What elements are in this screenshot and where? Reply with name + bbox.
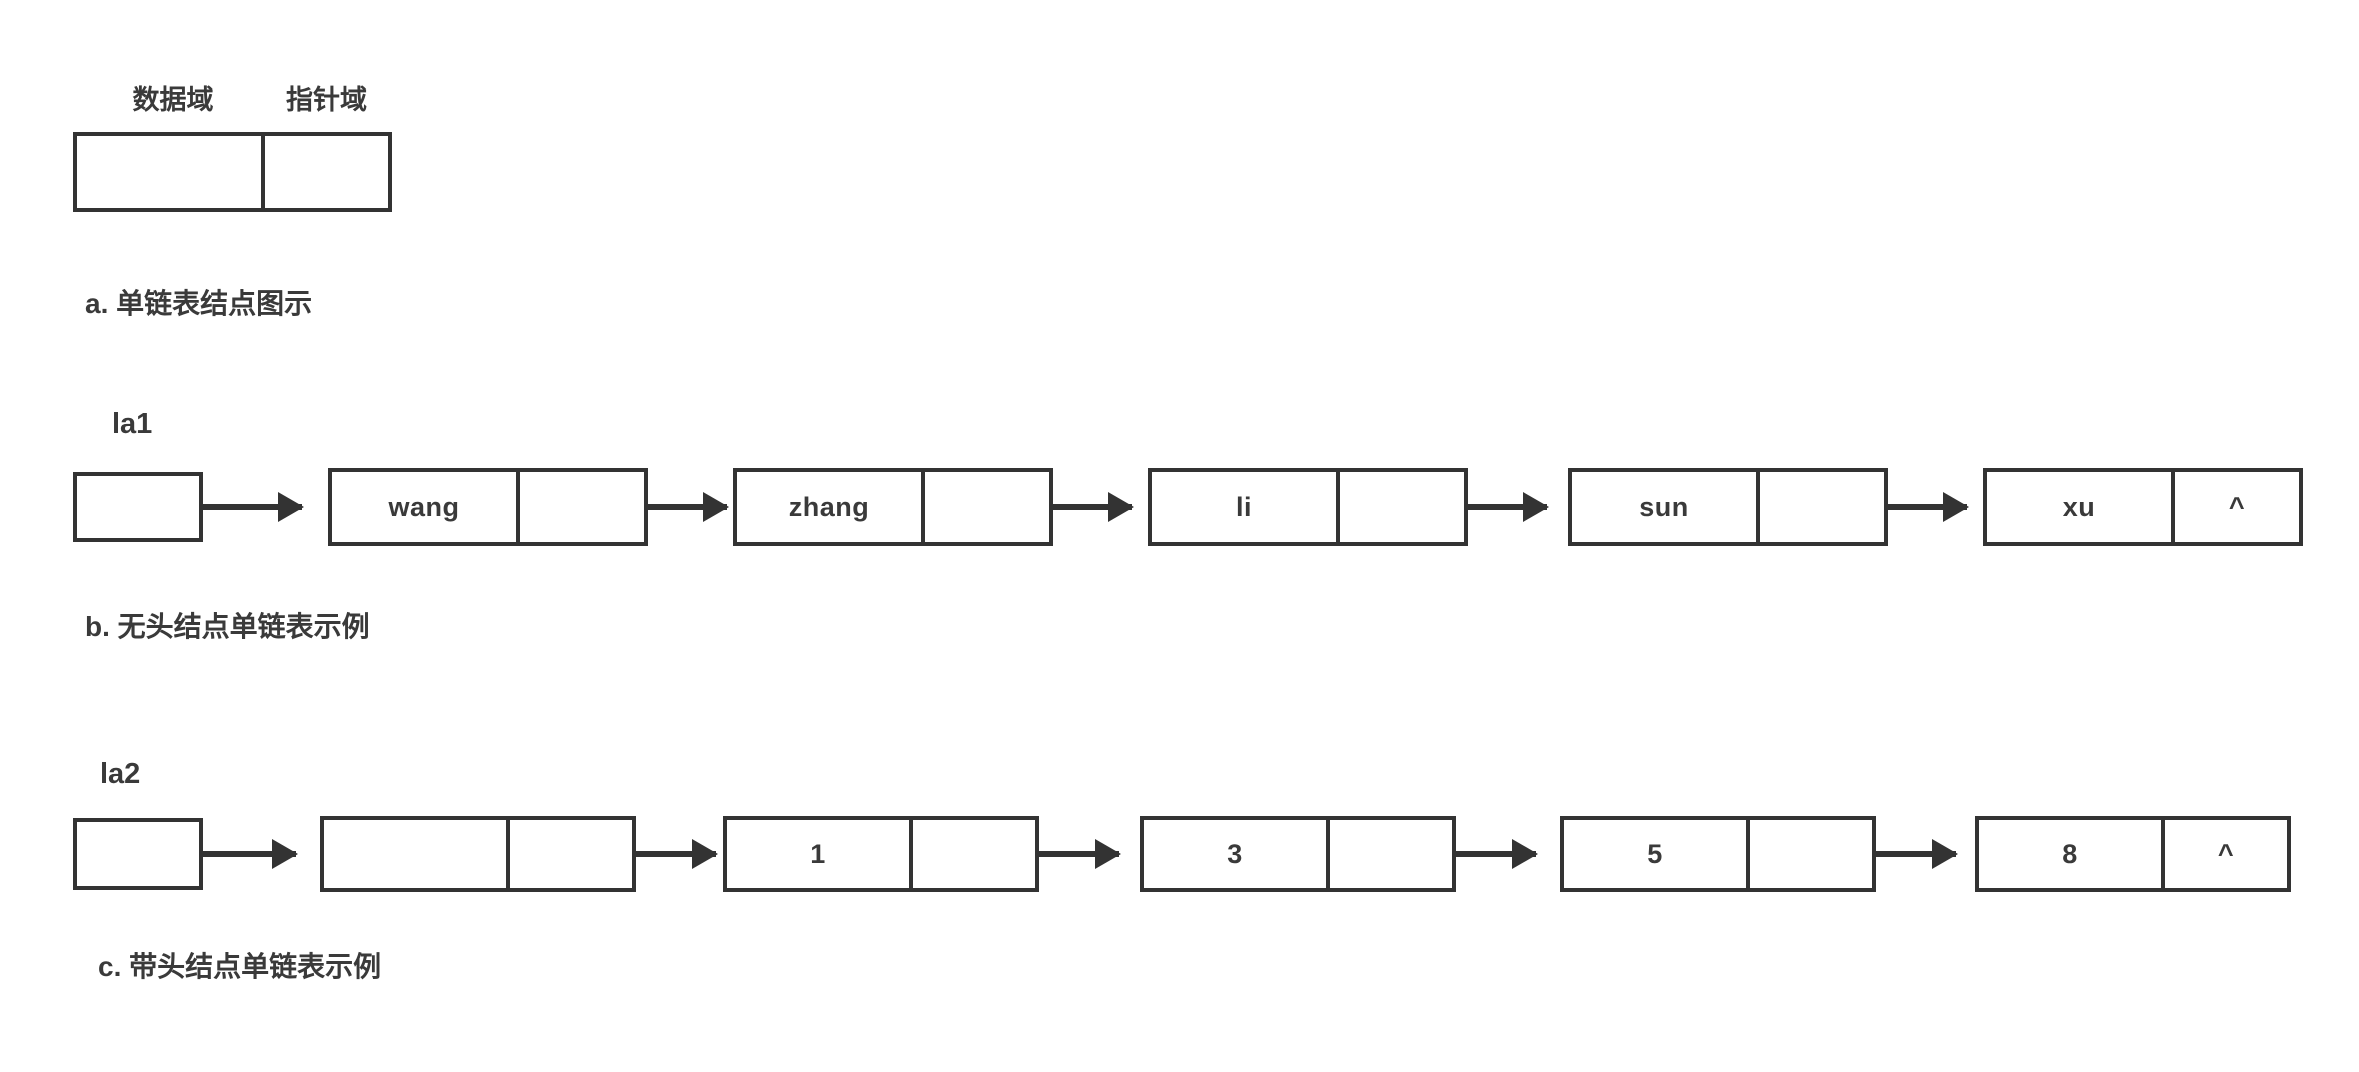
arrow-b-1-to-2 <box>1053 504 1132 510</box>
variable-label-la1: la1 <box>112 408 153 440</box>
list-node-b-4: xu ^ <box>1983 468 2303 546</box>
list-node-c-1-pointer <box>913 820 1035 888</box>
list-node-c-2-data: 3 <box>1144 820 1330 888</box>
list-node-c-3-data: 5 <box>1564 820 1750 888</box>
arrow-b-3-to-4 <box>1888 504 1967 510</box>
schematic-node <box>73 132 392 212</box>
arrow-c-0-to-1 <box>636 851 716 857</box>
list-node-c-4: 8 ^ <box>1975 816 2291 892</box>
list-node-c-0-data <box>324 820 510 888</box>
list-node-b-3: sun <box>1568 468 1888 546</box>
arrow-c-3-to-4 <box>1876 851 1956 857</box>
list-node-c-4-data: 8 <box>1979 820 2165 888</box>
arrow-c-1-to-2 <box>1039 851 1119 857</box>
list-node-b-0: wang <box>328 468 648 546</box>
list-node-b-1-pointer <box>925 472 1049 542</box>
list-node-b-0-data: wang <box>332 472 520 542</box>
list-node-c-2: 3 <box>1140 816 1456 892</box>
caption-c: c. 带头结点单链表示例 <box>98 951 382 982</box>
list-node-b-2-data: li <box>1152 472 1340 542</box>
head-pointer-box-la2 <box>73 818 203 890</box>
arrow-b-0-to-1 <box>648 504 727 510</box>
list-node-c-0-pointer <box>510 820 632 888</box>
list-node-b-3-pointer <box>1760 472 1884 542</box>
list-node-c-3-pointer <box>1750 820 1872 888</box>
caption-b: b. 无头结点单链表示例 <box>85 611 370 642</box>
schematic-node-data-cell <box>77 136 265 208</box>
list-node-b-1: zhang <box>733 468 1053 546</box>
head-pointer-box-la1 <box>73 472 203 542</box>
list-node-b-0-pointer <box>520 472 644 542</box>
caption-a: a. 单链表结点图示 <box>85 288 313 319</box>
arrow-la2-to-head-node <box>203 851 296 857</box>
list-node-c-3: 5 <box>1560 816 1876 892</box>
list-node-b-2: li <box>1148 468 1468 546</box>
arrow-b-2-to-3 <box>1468 504 1547 510</box>
list-node-b-3-data: sun <box>1572 472 1760 542</box>
variable-label-la2: la2 <box>100 758 141 790</box>
arrow-c-2-to-3 <box>1456 851 1536 857</box>
list-node-c-0-head <box>320 816 636 892</box>
list-node-b-2-pointer <box>1340 472 1464 542</box>
schematic-node-pointer-cell <box>265 136 388 208</box>
field-label-pointer: 指针域 <box>286 85 367 115</box>
list-node-c-1: 1 <box>723 816 1039 892</box>
list-node-c-2-pointer <box>1330 820 1452 888</box>
list-node-b-1-data: zhang <box>737 472 925 542</box>
field-label-data: 数据域 <box>132 85 214 115</box>
arrow-la1-to-node-0 <box>203 504 302 510</box>
list-node-b-4-data: xu <box>1987 472 2175 542</box>
list-node-c-4-pointer: ^ <box>2165 820 2287 888</box>
list-node-b-4-pointer: ^ <box>2175 472 2299 542</box>
list-node-c-1-data: 1 <box>727 820 913 888</box>
